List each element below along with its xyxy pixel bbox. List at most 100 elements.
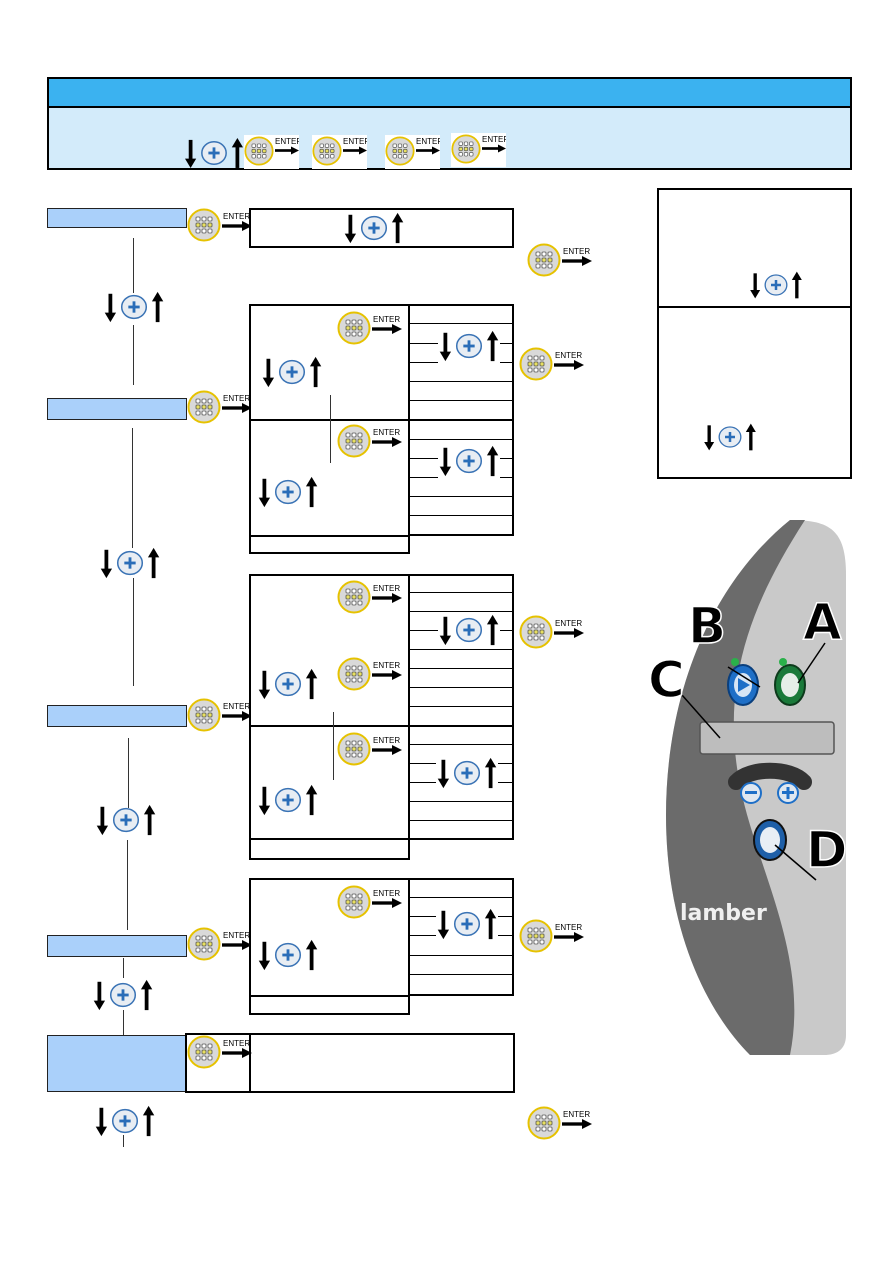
up-down-icon (185, 136, 243, 170)
divider (249, 725, 410, 727)
enter-label: ENTER (343, 137, 367, 146)
list-row-line (410, 706, 512, 707)
enter-key-icon: ENTER (385, 135, 440, 169)
connector-line (133, 325, 134, 385)
up-down-icon (94, 1104, 156, 1138)
up-down-icon (257, 667, 319, 701)
menu-item-1[interactable] (47, 208, 187, 228)
enter-label: ENTER (223, 931, 250, 940)
up-down-icon (257, 938, 319, 972)
label-b: B (688, 597, 726, 655)
up-down-icon (92, 978, 154, 1012)
header-bar (47, 77, 852, 108)
list-row-line (410, 687, 512, 688)
list-row-line (410, 974, 512, 975)
connector-line (330, 395, 331, 463)
up-down-icon (436, 756, 498, 790)
connector-line (123, 1010, 124, 1035)
label-c: C (648, 651, 685, 709)
enter-key-icon: ENTER (519, 919, 587, 957)
enter-label: ENTER (373, 315, 400, 324)
list-row-line (410, 801, 512, 802)
info-divider (657, 306, 852, 308)
label-a: A (803, 593, 842, 651)
list-row-line (410, 400, 512, 401)
connector-line (132, 428, 133, 548)
enter-label: ENTER (482, 135, 506, 144)
enter-key-icon: ENTER (527, 243, 595, 281)
list-row-line (410, 592, 512, 593)
enter-label: ENTER (223, 702, 250, 711)
menu-item-3[interactable] (47, 705, 187, 727)
up-down-icon (103, 290, 165, 324)
list-row-line (410, 725, 512, 727)
enter-key-icon: ENTER (527, 1106, 595, 1144)
list-row-line (410, 515, 512, 516)
list-row-line (410, 649, 512, 650)
up-down-icon (438, 444, 500, 478)
enter-label: ENTER (373, 889, 400, 898)
control-panel-illustration: lamber B A C D (600, 515, 860, 1060)
up-down-icon (257, 475, 319, 509)
enter-key-icon: ENTER (337, 657, 405, 695)
enter-label: ENTER (555, 619, 582, 628)
divider (249, 995, 410, 997)
enter-key-icon: ENTER (519, 615, 587, 653)
list-row-line (410, 955, 512, 956)
up-down-icon (95, 803, 157, 837)
section-2-box (249, 304, 410, 554)
menu-item-5[interactable] (47, 1035, 187, 1092)
enter-label: ENTER (416, 137, 440, 146)
list-row-line (410, 496, 512, 497)
enter-label: ENTER (373, 584, 400, 593)
connector-line (127, 840, 128, 930)
section-4-box (249, 878, 410, 1015)
enter-key-icon: ENTER (337, 580, 405, 618)
enter-label: ENTER (373, 661, 400, 670)
enter-key-icon: ENTER (187, 1035, 255, 1073)
label-d: D (806, 821, 848, 879)
enter-label: ENTER (223, 394, 250, 403)
up-down-icon (257, 783, 319, 817)
list-row-line (410, 439, 512, 440)
up-down-icon (261, 355, 323, 389)
list-row-line (410, 419, 512, 421)
divider (249, 838, 410, 840)
enter-key-icon: ENTER (519, 347, 587, 385)
enter-key-icon: ENTER (337, 885, 405, 923)
enter-label: ENTER (555, 923, 582, 932)
enter-key-icon: ENTER (244, 135, 299, 169)
section-5-box (185, 1033, 515, 1093)
enter-key-icon: ENTER (187, 698, 255, 736)
up-down-icon (438, 613, 500, 647)
list-row-line (410, 820, 512, 821)
enter-key-icon: ENTER (451, 133, 506, 167)
enter-key-icon: ENTER (337, 424, 405, 462)
enter-label: ENTER (223, 1039, 250, 1048)
divider (249, 535, 410, 537)
enter-key-icon: ENTER (337, 732, 405, 770)
enter-key-icon: ENTER (312, 135, 367, 169)
enter-label: ENTER (373, 736, 400, 745)
enter-key-icon: ENTER (337, 311, 405, 349)
enter-label: ENTER (555, 351, 582, 360)
up-down-icon (748, 270, 804, 300)
up-down-icon (99, 546, 161, 580)
list-row-line (410, 381, 512, 382)
list-row-line (410, 897, 512, 898)
connector-line (128, 738, 129, 808)
menu-item-4[interactable] (47, 935, 187, 957)
enter-key-icon: ENTER (187, 927, 255, 965)
connector-line (133, 578, 134, 686)
list-row-line (410, 323, 512, 324)
connector-line (133, 238, 134, 293)
menu-item-2[interactable] (47, 398, 187, 420)
brand-logo-text: lamber (680, 901, 767, 926)
enter-label: ENTER (275, 137, 299, 146)
divider (249, 1035, 251, 1092)
enter-label: ENTER (373, 428, 400, 437)
up-down-icon (343, 211, 405, 245)
enter-key-icon: ENTER (187, 208, 255, 246)
list-row-line (410, 668, 512, 669)
enter-key-icon: ENTER (187, 390, 255, 428)
